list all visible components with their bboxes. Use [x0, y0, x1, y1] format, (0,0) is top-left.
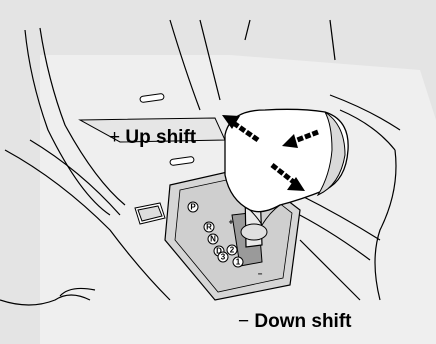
- gate-letter-3: 3: [221, 253, 226, 262]
- plus-symbol: +: [109, 127, 120, 148]
- shift-boot: [241, 224, 267, 240]
- gate-plus-mark: +: [229, 218, 234, 227]
- up-shift-label: + Up shift: [109, 127, 196, 149]
- up-shift-text: Up shift: [125, 127, 196, 148]
- down-shift-label: − Down shift: [238, 311, 352, 333]
- gate-letter-2: 2: [230, 246, 235, 255]
- gate-letter-1: 1: [236, 258, 241, 267]
- down-shift-text: Down shift: [254, 311, 351, 332]
- gate-letter-p: P: [190, 203, 196, 212]
- gate-letter-r: R: [206, 223, 212, 232]
- gate-minus-mark: −: [258, 270, 263, 279]
- gate-letter-n: N: [210, 235, 216, 244]
- minus-symbol: −: [238, 311, 249, 332]
